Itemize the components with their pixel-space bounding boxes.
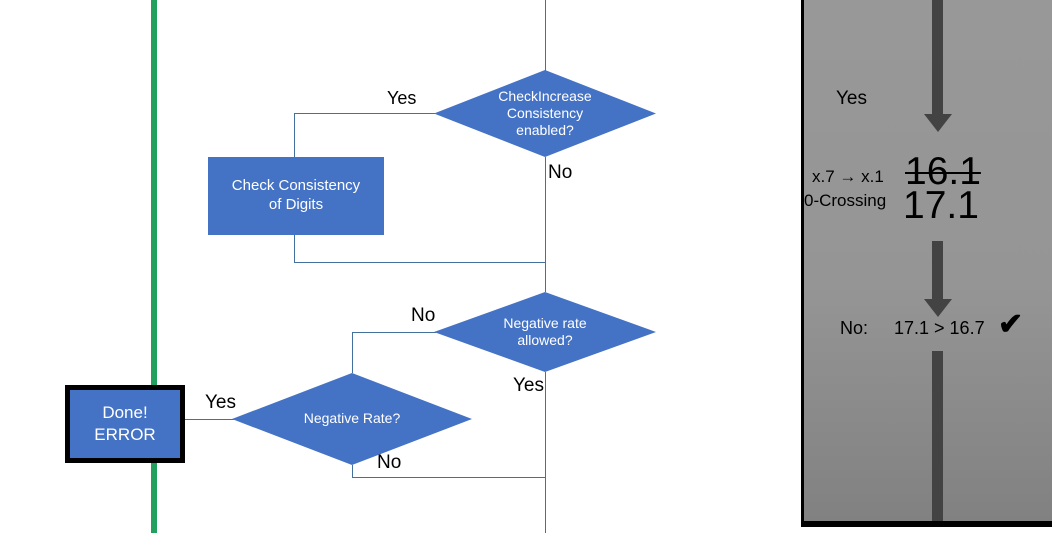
connector-check-increase-no <box>545 157 546 292</box>
connector-negative-allowed-yes <box>545 372 546 533</box>
connector-spine-top <box>545 0 546 78</box>
node-negative-rate-allowed[interactable]: Negative rate allowed? <box>434 292 656 372</box>
node-check-consistency-of-digits[interactable]: Check Consistency of Digits <box>208 157 384 235</box>
edge-label-negative-rate-no: No <box>377 452 402 473</box>
edge-label-check-increase-yes: Yes <box>387 88 417 108</box>
node-done-error[interactable]: Done! ERROR <box>65 385 185 463</box>
node-check-consistency-line2: of Digits <box>268 196 324 213</box>
panel-arrow-2-head <box>924 299 952 317</box>
node-done-error-line1: Done! <box>102 402 148 422</box>
panel-result-prefix: No: <box>840 318 869 338</box>
node-check-increase-consistency[interactable]: CheckIncrease Consistency enabled? <box>434 70 656 157</box>
node-check-consistency-label: Check Consistency of Digits <box>232 177 360 215</box>
annotation-panel: Yes x.7 → x.1 0-Crossing 16.1 17.1 No: 1… <box>801 0 1052 527</box>
panel-result-check-icon: ✔ <box>998 308 1024 341</box>
node-negative-rate-allowed-label: Negative rate allowed? <box>503 315 586 349</box>
edge-label-negative-allowed-yes: Yes <box>513 375 544 396</box>
node-check-increase-line2: Consistency <box>506 104 584 121</box>
panel-value-struck: 16.1 <box>905 150 981 193</box>
node-check-increase-line1: CheckIncrease <box>498 87 592 104</box>
node-check-consistency-line1: Check Consistency <box>231 177 361 195</box>
node-check-increase-label: CheckIncrease Consistency enabled? <box>498 88 591 139</box>
connector-check-consistency-exit-vertical <box>294 235 295 262</box>
node-negative-rate-label: Negative Rate? <box>303 410 401 427</box>
connector-negative-allowed-no-vertical <box>352 332 353 373</box>
panel-arrow-1-shaft <box>932 0 943 114</box>
edge-label-negative-rate-yes: Yes <box>205 392 236 413</box>
node-done-error-line2: ERROR <box>94 425 156 444</box>
panel-yes-label: Yes <box>836 88 867 109</box>
green-divider-line <box>151 0 157 533</box>
connector-negative-rate-yes <box>174 419 234 420</box>
connector-negative-rate-no-horizontal <box>352 477 546 478</box>
connector-negative-allowed-no-horizontal <box>352 332 436 333</box>
panel-rule-label: x.7 → x.1 <box>812 167 884 186</box>
panel-result-comparison: 17.1 > 16.7 <box>894 318 985 338</box>
panel-arrow-3-shaft <box>932 351 943 521</box>
node-check-increase-line3: enabled? <box>516 122 574 139</box>
node-negative-rate[interactable]: Negative Rate? <box>232 373 472 465</box>
connector-check-consistency-exit-horizontal <box>294 262 546 263</box>
panel-crossing-label: 0-Crossing <box>804 191 887 210</box>
node-negative-rate-allowed-line1: Negative rate <box>503 314 587 331</box>
panel-arrow-2-shaft <box>932 241 943 299</box>
node-negative-rate-allowed-line2: allowed? <box>517 332 573 348</box>
connector-negative-rate-no-vertical <box>352 465 353 477</box>
edge-label-negative-allowed-no: No <box>411 305 436 326</box>
connector-check-increase-yes-horizontal <box>294 113 435 114</box>
panel-arrow-1-head <box>924 114 952 132</box>
edge-label-check-increase-no: No <box>548 162 573 183</box>
panel-value-current: 17.1 <box>903 184 979 227</box>
connector-check-increase-yes-vertical <box>294 113 295 157</box>
